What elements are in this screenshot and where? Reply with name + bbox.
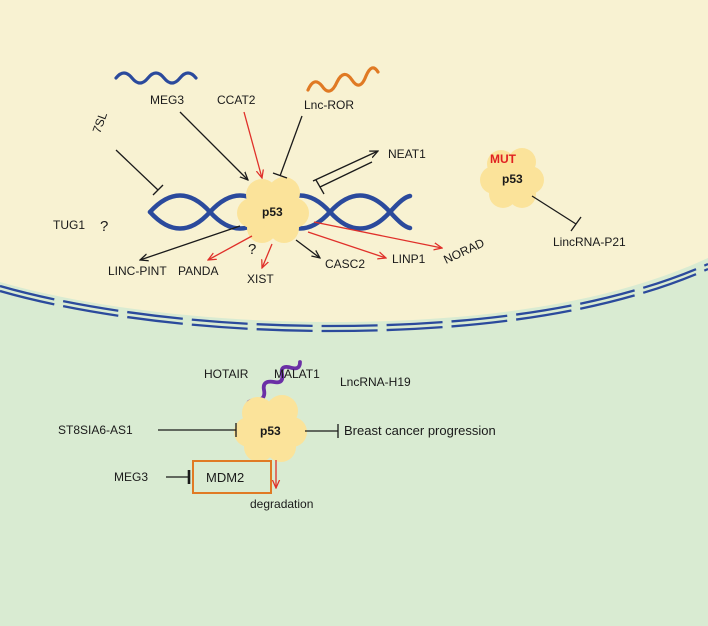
label-lnc-ror: Lnc-ROR <box>304 98 354 112</box>
label-7sl: 7SL <box>90 110 111 135</box>
label-st8sia6-as1: ST8SIA6-AS1 <box>58 423 133 437</box>
label-neat1: NEAT1 <box>388 147 426 161</box>
label-meg3: MEG3 <box>150 93 184 107</box>
label-p53-cytoplasm: p53 <box>260 424 281 438</box>
label-p53-nucleus: p53 <box>262 205 283 219</box>
p53-to-neat1-arrow <box>312 151 378 182</box>
label-degradation: degradation <box>250 497 313 511</box>
p53-to-linc-pint-arrow <box>140 225 241 260</box>
label-meg3-cytoplasm: MEG3 <box>114 470 148 484</box>
p53-to-xist-arrow <box>262 243 273 268</box>
label-lincrna-p21: LincRNA-P21 <box>553 235 626 249</box>
label-hotair: HOTAIR <box>204 367 249 381</box>
meg3-rna-strand <box>114 71 198 85</box>
p53-to-norad-arrow <box>313 221 442 248</box>
nuclear-membrane <box>0 262 708 333</box>
lnc-ror-inhibition-bar <box>272 172 288 179</box>
label-xist: XIST <box>247 272 274 286</box>
tug1-unknown-mark: ? <box>100 218 108 235</box>
label-linp1: LINP1 <box>392 252 426 266</box>
lnc-ror-rna-strand <box>306 66 380 93</box>
label-mdm2: MDM2 <box>206 470 244 485</box>
p53-to-panda-arrow <box>208 235 253 260</box>
label-ccat2: CCAT2 <box>217 93 256 107</box>
p53-protein-nucleus <box>237 177 309 243</box>
label-linc-pint: LINC-PINT <box>108 264 167 278</box>
label-breast-cancer-progression: Breast cancer progression <box>344 423 496 438</box>
meg3-to-p53-arrow <box>179 111 248 180</box>
neat1-inhibits-p53 <box>319 161 373 188</box>
p53-to-casc2-arrow <box>295 239 320 258</box>
label-tug1: TUG1 <box>53 218 85 232</box>
label-malat1: MALAT1 <box>274 367 320 381</box>
lnc-ror-inhibits-p53 <box>279 115 303 177</box>
xist-unknown-mark: ? <box>248 241 256 258</box>
label-casc2: CASC2 <box>325 257 365 271</box>
ccat2-to-p53-arrow <box>243 111 262 178</box>
p53-to-linp1-arrow <box>307 231 386 258</box>
label-mut-p53: p53 <box>502 172 523 186</box>
lincrna-p21-inhibition-bar <box>570 216 582 232</box>
nucleus-region <box>0 0 708 322</box>
mut-p53-inhibits-lincrna-p21 <box>531 195 577 225</box>
mdm2-box <box>192 460 272 494</box>
label-lncrna-h19: LncRNA-H19 <box>340 375 411 389</box>
p53-protein-cytoplasm <box>234 395 307 462</box>
mutant-p53-protein <box>480 148 544 208</box>
7sl-inhibits-helix <box>115 149 159 191</box>
label-mut: MUT <box>490 152 517 166</box>
neat1-inhibition-bar <box>315 179 325 195</box>
7sl-inhibition-bar <box>152 184 164 196</box>
label-panda: PANDA <box>178 264 218 278</box>
